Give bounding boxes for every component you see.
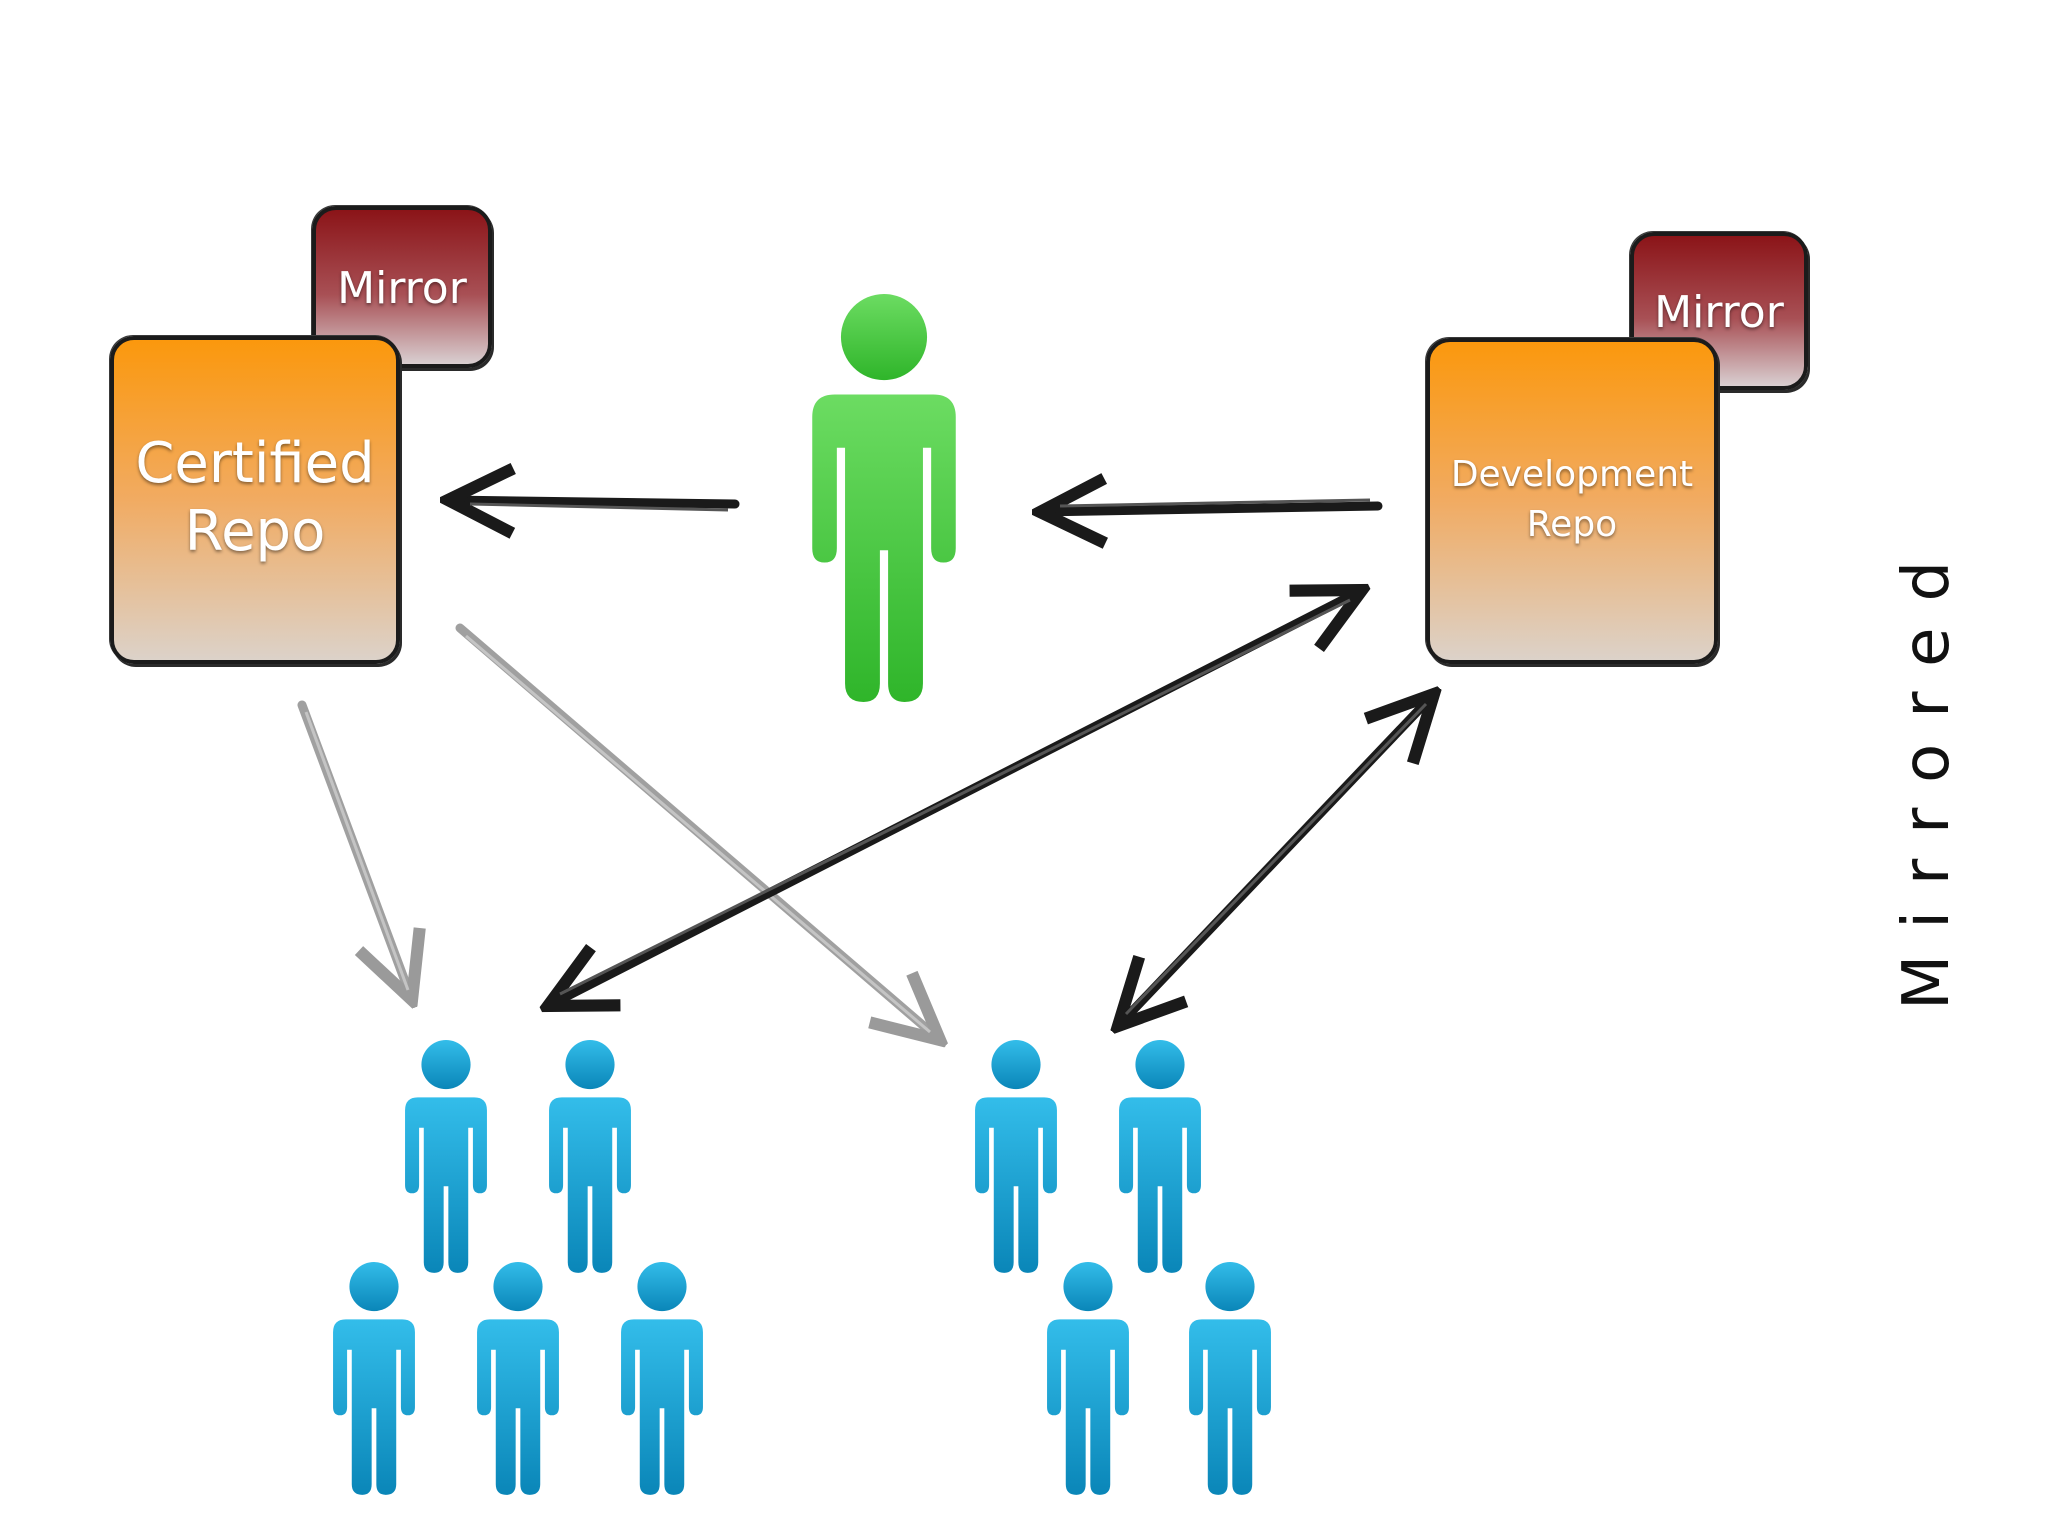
development-mirror-box: Mirror: [1630, 232, 1808, 390]
left-team-person-icon: [405, 1040, 487, 1273]
development-repo-label-line2: Repo: [1526, 504, 1618, 545]
arrow-development-left-team-bidirectional: [548, 590, 1362, 1006]
arrow-development-right-team-bidirectional: [1118, 694, 1434, 1026]
arrow-development-to-person: [1040, 500, 1383, 512]
development-repo-label-line1: Development: [1450, 454, 1694, 495]
left-team-person-icon: [549, 1040, 631, 1273]
development-repo-box: Development Repo: [1426, 338, 1718, 664]
certified-repo-label-line2: Repo: [184, 499, 326, 564]
right-team-person-icon: [1047, 1262, 1129, 1495]
left-team-person-icon: [621, 1262, 703, 1495]
central-person-icon: [812, 294, 956, 702]
development-mirror-label: Mirror: [1654, 287, 1784, 338]
left-team-person-icon: [477, 1262, 559, 1495]
arrow-person-to-certified: [448, 500, 740, 510]
certified-repo-box: Certified Repo: [110, 336, 400, 664]
right-team-person-icon: [1189, 1262, 1271, 1495]
left-team-person-icon: [333, 1262, 415, 1495]
slide-title: Mirrored: [1890, 534, 1964, 1010]
right-team-person-icon: [1119, 1040, 1201, 1273]
certified-repo-label-line1: Certified: [135, 431, 375, 496]
certified-mirror-label: Mirror: [337, 263, 467, 314]
arrow-certified-to-left-team: [297, 700, 412, 1000]
right-team-person-icon: [975, 1040, 1057, 1273]
